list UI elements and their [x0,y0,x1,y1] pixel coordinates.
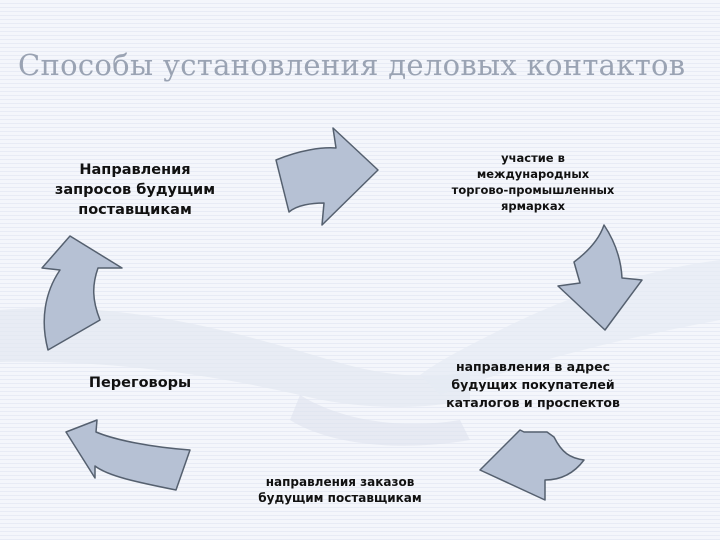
node-line: будущих покупателей [451,377,615,392]
node-line: запросов будущим [54,182,216,198]
node-catalogs: направления в адрес будущих покупателей … [418,358,648,412]
node-line: Переговоры [88,375,192,391]
node-line: поставщикам [78,202,192,218]
node-line: направления заказов [265,475,415,489]
node-line: торгово-промышленных [451,183,615,197]
arrow-down-right-icon [557,224,643,331]
arrow-up-icon [65,419,191,491]
node-trade-fairs: участие в международных торгово-промышле… [418,150,648,214]
node-line: ярмарках [501,199,565,213]
slide-title: Способы установления деловых контактов [18,48,686,82]
node-orders: направления заказов будущим поставщикам [240,474,440,506]
node-line: международных [476,167,590,181]
node-line: каталогов и проспектов [446,395,620,410]
node-line: Направления [79,162,191,178]
node-line: участие в [501,151,565,165]
node-requests-to-suppliers: Направления запросов будущим поставщикам [20,160,250,220]
node-line: направления в адрес [455,359,611,374]
node-line: будущим поставщикам [258,491,422,505]
node-negotiations: Переговоры [55,373,225,393]
arrow-up-left-icon [41,235,123,351]
arrow-down-left-icon [479,429,585,501]
arrow-right-icon [275,127,379,226]
